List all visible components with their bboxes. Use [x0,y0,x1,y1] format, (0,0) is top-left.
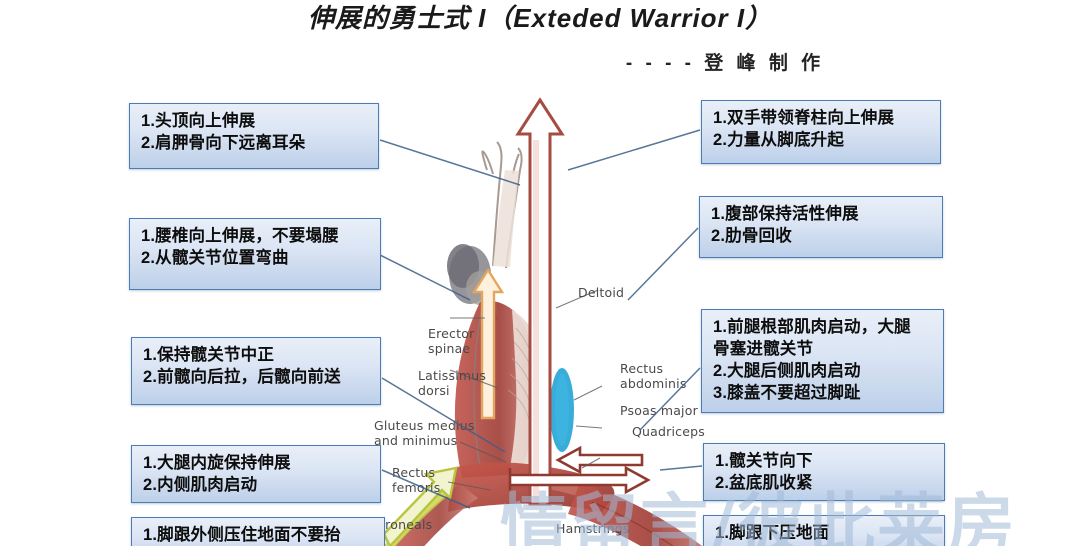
anatomy-label-psoas-major: Psoas major [620,403,698,418]
callout-right-3[interactable]: 1.前腿根部肌肉启动，大腿 骨塞进髋关节 2.大腿后侧肌肉启动 3.膝盖不要超过… [701,309,944,413]
callout-left-1[interactable]: 1.头顶向上伸展 2.肩胛骨向下远离耳朵 [129,103,379,169]
callout-left-4[interactable]: 1.大腿内旋保持伸展 2.内侧肌肉启动 [131,445,381,503]
callout-right-3-line-1: 1.前腿根部肌肉启动，大腿 [713,318,911,336]
callout-left-3-line-1: 1.保持髋关节中正 [143,346,275,364]
callout-right-2-line-1: 1.腹部保持活性伸展 [711,205,859,223]
rightward-arrow-hip [508,465,651,495]
callout-right-3-line-3: 2.大腿后侧肌肉启动 [713,361,861,380]
anatomy-label-gluteus-medius: Gluteus medius and minimus [374,418,475,448]
anatomy-label-quadriceps: Quadriceps [632,424,705,439]
callout-right-3-line-4: 3.膝盖不要超过脚趾 [713,383,861,402]
callout-left-1-line-2: 2.肩胛骨向下远离耳朵 [141,133,306,152]
callout-left-4-line-2: 2.内侧肌肉启动 [143,475,258,494]
callout-right-4-line-2: 2.盆底肌收紧 [715,473,813,492]
page-title: 伸展的勇士式 I（Exteded Warrior I） [307,3,773,33]
callout-right-1-line-1: 1.双手带领脊柱向上伸展 [713,109,895,127]
callout-right-5[interactable]: 1.脚跟下压地面 [703,515,945,546]
anatomy-label-hamstrings: Hamstrings [556,521,630,536]
upward-arrow-spine [515,97,565,506]
callout-right-4[interactable]: 1.髋关节向下 2.盆底肌收紧 [703,443,945,501]
callout-left-2-line-2: 2.从髋关节位置弯曲 [141,248,289,267]
page-subtitle: - - - - 登 峰 制 作 [625,53,825,74]
callout-left-5[interactable]: 1.脚跟外侧压住地面不要抬 [131,517,385,546]
callout-right-2[interactable]: 1.腹部保持活性伸展 2.肋骨回收 [699,196,943,258]
callout-left-4-line-1: 1.大腿内旋保持伸展 [143,454,291,472]
figure-front-leg [568,482,703,546]
callout-right-3-line-2: 骨塞进髋关节 [713,339,814,358]
callout-left-3[interactable]: 1.保持髋关节中正 2.前髋向后拉，后髋向前送 [131,337,381,405]
callout-left-2[interactable]: 1.腰椎向上伸展，不要塌腰 2.从髋关节位置弯曲 [129,218,381,290]
anatomy-label-latissimus-dorsi: Latissimus dorsi [418,368,487,398]
callout-left-2-line-1: 1.腰椎向上伸展，不要塌腰 [141,227,339,245]
anatomy-label-erector-spinae: Erector spinae [428,326,475,356]
callout-left-3-line-2: 2.前髋向后拉，后髋向前送 [143,367,341,386]
callout-left-5-line-1: 1.脚跟外侧压住地面不要抬 [143,526,341,544]
anatomy-label-deltoid: Deltoid [578,285,625,300]
anatomy-label-rectus-femoris: Rectus femoris [392,465,441,495]
callout-right-1[interactable]: 1.双手带领脊柱向上伸展 2.力量从脚底升起 [701,100,941,164]
anatomy-label-rectus-abdominis: Rectus abdominis [620,361,687,391]
callout-right-1-line-2: 2.力量从脚底升起 [713,130,845,149]
callout-right-4-line-1: 1.髋关节向下 [715,452,813,470]
leftward-arrow-hip [555,445,644,475]
callout-right-2-line-2: 2.肋骨回收 [711,226,792,245]
callout-right-5-line-1: 1.脚跟下压地面 [715,524,830,542]
anatomy-label-peroneals: Peroneals [370,517,433,532]
callout-left-1-line-1: 1.头顶向上伸展 [141,112,256,130]
